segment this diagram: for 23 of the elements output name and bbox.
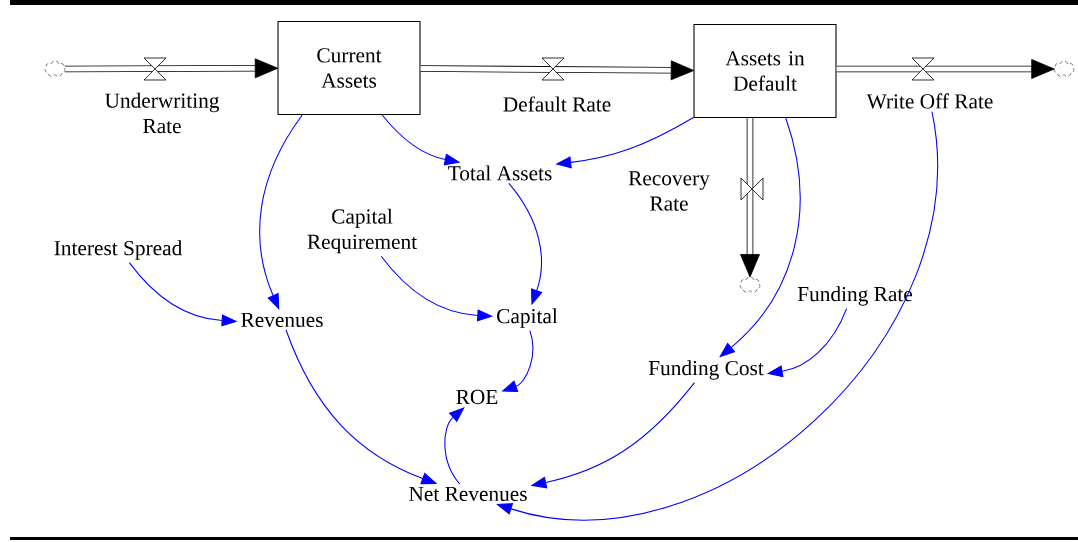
variable-label: Net Revenues bbox=[409, 486, 527, 502]
cloud-icon bbox=[739, 276, 761, 293]
arrow bbox=[259, 114, 303, 310]
variable-label: Underwriting Rate bbox=[105, 92, 220, 134]
cloud-icon bbox=[44, 60, 66, 77]
flow-pipe bbox=[65, 58, 279, 79]
variable-label: Interest Spread bbox=[54, 240, 183, 260]
cloud-icon bbox=[1053, 60, 1075, 77]
flow-pipe bbox=[740, 118, 760, 278]
variable-label: Recovery Rate bbox=[628, 171, 710, 211]
variable-label: Write Off Rate bbox=[866, 93, 993, 109]
stock-box: Assets in Default bbox=[693, 23, 837, 119]
flow-pipe bbox=[420, 60, 695, 81]
variable-label: Capital Requirement bbox=[307, 208, 417, 254]
variable-label: Default Rate bbox=[503, 96, 611, 112]
variable-label: Capital bbox=[497, 308, 558, 328]
variable-label: Revenues bbox=[241, 312, 323, 328]
flow-pipe bbox=[836, 59, 1055, 79]
stock-box: Current Assets bbox=[277, 20, 421, 116]
variable-label: ROE bbox=[456, 389, 498, 405]
variable-label: Funding Cost bbox=[648, 360, 764, 380]
variable-label: Total Assets bbox=[448, 165, 552, 181]
arrow bbox=[444, 407, 465, 485]
